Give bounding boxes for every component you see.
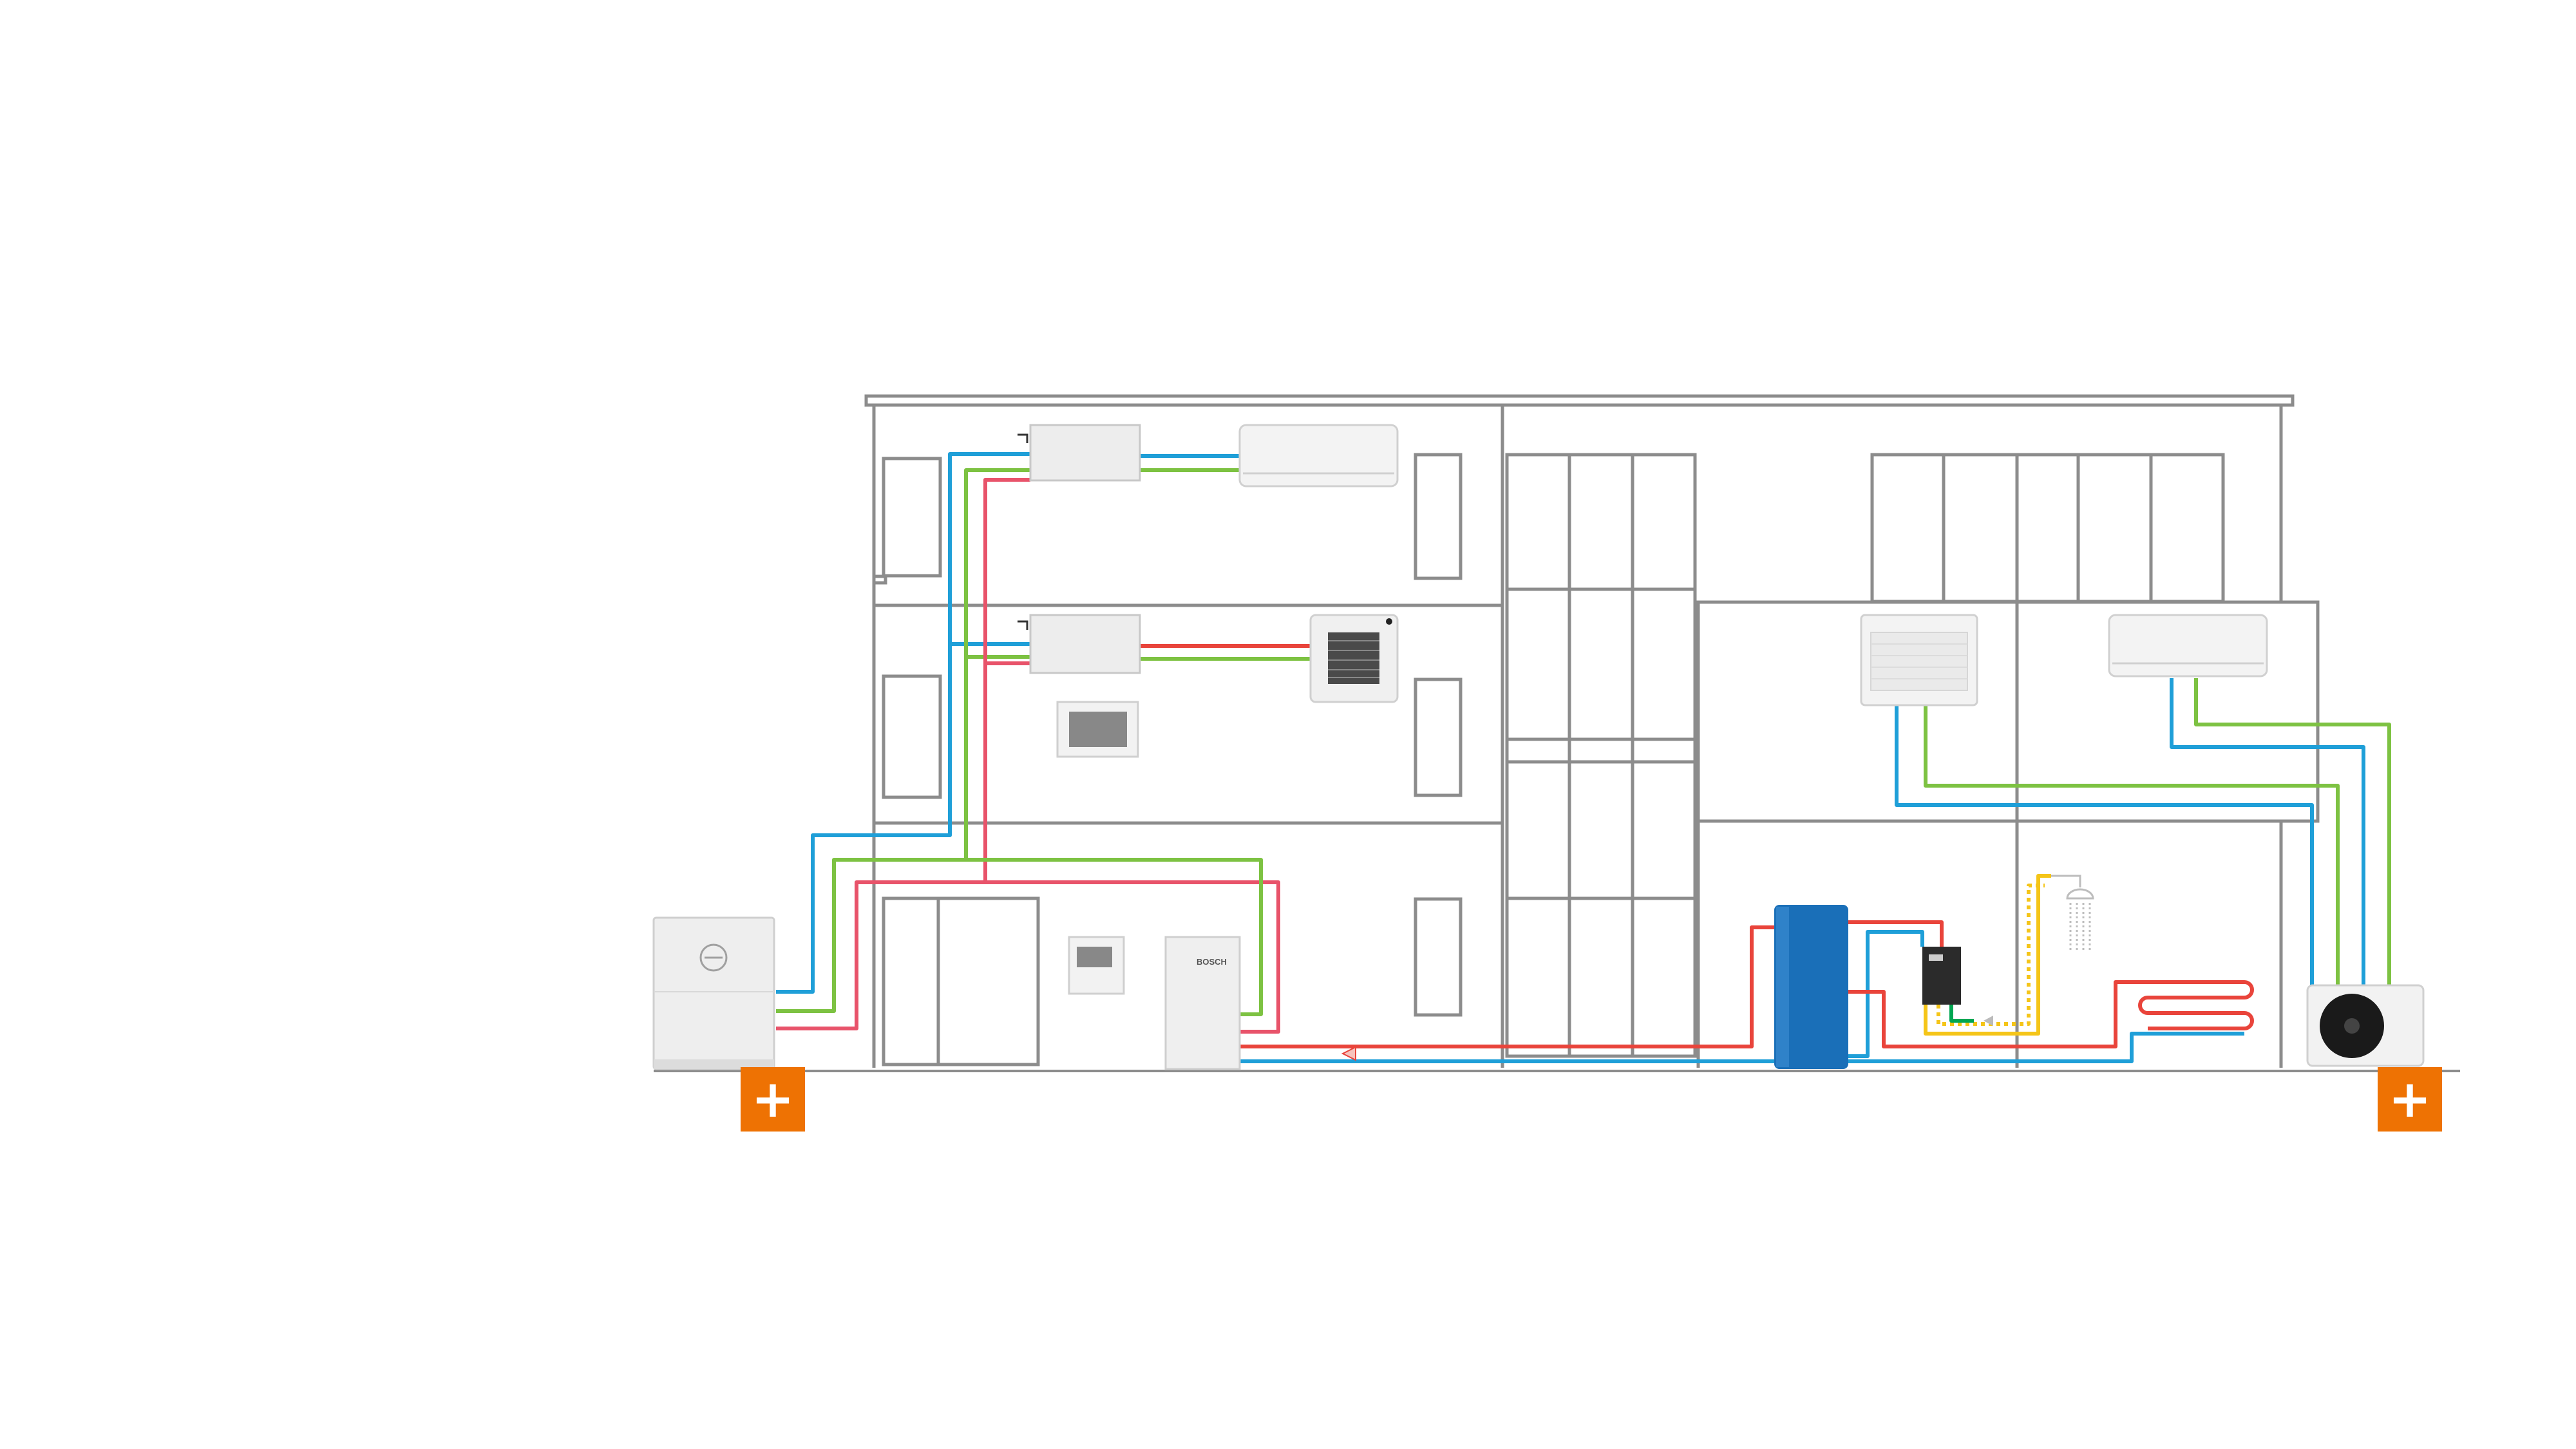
ceiling-cassette-unit[interactable]	[1309, 614, 1399, 703]
plus-icon: +	[751, 1069, 795, 1129]
pipes	[776, 452, 2391, 1063]
plus-button-left[interactable]: +	[741, 1067, 805, 1132]
pipe-yellow-shower	[1924, 874, 2051, 1036]
pipe-green-left-riser	[776, 468, 1030, 1013]
window-left-mid	[882, 674, 942, 799]
ground-floor-controller[interactable]	[1068, 936, 1125, 995]
pipe-pink-vertical	[983, 478, 1030, 882]
right-floor-cassette-unit[interactable]	[1860, 614, 1978, 706]
pipe-pink-left-riser	[776, 880, 1280, 1034]
storage-tank[interactable]	[1774, 905, 1848, 1069]
top-floor-hydrobox[interactable]	[1018, 424, 1141, 482]
outdoor-heat-pump-left[interactable]	[652, 916, 775, 1070]
room-thermostat-panel[interactable]	[1056, 701, 1139, 758]
roof	[864, 394, 2295, 407]
middle-floor-hydrobox[interactable]	[1018, 614, 1141, 674]
brand-label: BOSCH	[1197, 957, 1227, 967]
plus-button-right[interactable]: +	[2378, 1067, 2442, 1132]
window-slot-bottom	[1414, 897, 1463, 1017]
central-glazing	[1505, 453, 1697, 1058]
ground-floor-door	[882, 896, 1040, 1066]
right-floor-wall-unit[interactable]	[2108, 614, 2268, 677]
indoor-hydro-unit[interactable]: BOSCH	[1164, 936, 1241, 1070]
pipe-blue-left-riser	[776, 452, 1030, 994]
pipe-green-controller-out	[1949, 1005, 1974, 1023]
pipe-blue-tank-controller	[1848, 930, 1924, 1058]
outdoor-heat-pump-right[interactable]	[2306, 984, 2425, 1067]
window-slot-mid	[1414, 677, 1463, 797]
pipe-red-tank-top	[1848, 920, 1944, 947]
pipe-green-right-wallunit	[2194, 678, 2391, 995]
top-floor-wall-unit[interactable]	[1238, 424, 1399, 488]
pipe-yellow-dotted	[1937, 884, 2045, 1026]
right-upper-glazing	[1870, 453, 2225, 603]
pipe-red-to-tank	[1240, 925, 1774, 1048]
right-upper-glazing-mullions	[1942, 455, 2153, 601]
pipe-blue-right-cassette	[1895, 705, 2314, 995]
pipe-green-right-cassette	[1924, 705, 2340, 995]
left-building-wall	[872, 405, 887, 1068]
pipe-blue-floorheat	[1848, 1032, 2244, 1063]
arrow-icon	[1341, 1046, 1356, 1061]
pipe-blue-right-wallunit	[2170, 678, 2365, 995]
pipe-green-ground-hydrobox	[966, 858, 1263, 1016]
shower-icon	[2051, 875, 2094, 950]
building-outline	[864, 394, 2320, 1068]
window-slot-top	[1414, 453, 1463, 580]
arrow-icon	[1984, 1016, 1993, 1026]
bosch-logo-icon	[699, 943, 728, 972]
plus-icon: +	[2388, 1069, 2432, 1129]
dhw-controller[interactable]	[1922, 947, 1961, 1005]
pipe-red-floorheat	[1848, 980, 2254, 1048]
fan-icon	[2320, 994, 2384, 1058]
window-left-top	[882, 457, 942, 578]
right-annex-upper	[1696, 600, 2320, 823]
